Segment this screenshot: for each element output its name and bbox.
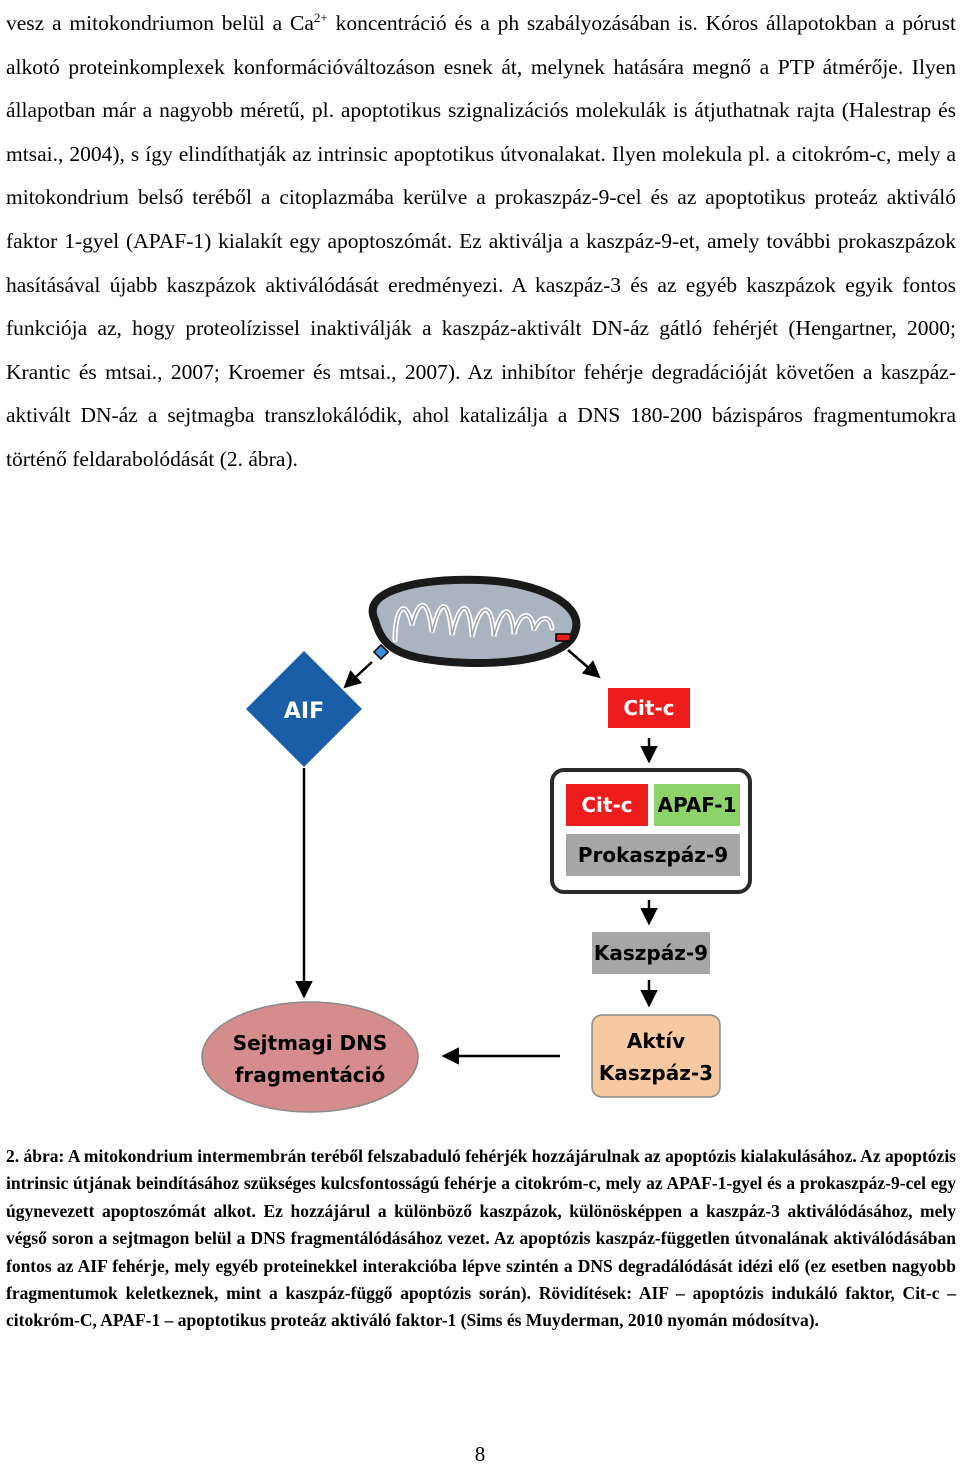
- dns-label-line2: fragmentáció: [235, 1063, 386, 1087]
- superscript-charge: 2+: [313, 9, 328, 25]
- aktiv-label-line1: Aktív: [627, 1029, 685, 1053]
- aif-node: AIF: [246, 651, 362, 767]
- citc-release-marker: [555, 633, 571, 642]
- citc-top-label: Cit-c: [623, 696, 674, 720]
- citc-complex-label: Cit-c: [581, 793, 632, 817]
- paragraph-part-2: koncentráció és a ph szabályozásában is.…: [6, 11, 956, 471]
- apoptosome-complex: Cit-c APAF-1 Prokaszpáz-9: [550, 768, 752, 894]
- kaszpaz9-label: Kaszpáz-9: [594, 941, 708, 965]
- citc-node: Cit-c: [608, 688, 690, 728]
- aif-release-marker: [372, 643, 390, 661]
- prokaszpaz9-label: Prokaszpáz-9: [578, 843, 728, 867]
- aif-label: AIF: [284, 699, 324, 724]
- citc-complex-box: [566, 784, 648, 826]
- caption-text: Az apoptózis intrinsic útjának beindítás…: [6, 1146, 956, 1331]
- prokaszpaz9-box: [566, 834, 740, 876]
- dns-label-line1: Sejtmagi DNS: [233, 1031, 388, 1055]
- page-number: 8: [474, 1442, 486, 1466]
- arrow-mito-to-aif: [343, 661, 373, 689]
- kaszpaz9-node: Kaszpáz-9: [592, 932, 710, 974]
- apaf1-box: [654, 784, 740, 826]
- arrow-mito-to-citc: [567, 649, 601, 679]
- apaf1-label: APAF-1: [657, 793, 736, 817]
- aktiv-kaszpaz3-node: Aktív Kaszpáz-3: [591, 1014, 721, 1098]
- paragraph-part-1: vesz a mitokondriumon belül a Ca: [6, 11, 314, 35]
- mitochondrion-icon: [368, 575, 581, 667]
- apoptosis-diagram: AIF Cit-c Cit-c APAF-1 Prokaszpáz-9 Kasz…: [201, 575, 752, 1113]
- figure-caption: 2. ábra: A mitokondrium intermembrán ter…: [6, 1143, 956, 1335]
- caption-lead: 2. ábra: A mitokondrium intermembrán ter…: [6, 1146, 857, 1166]
- aktiv-label-line2: Kaszpáz-3: [599, 1061, 713, 1085]
- body-paragraph: vesz a mitokondriumon belül a Ca2+ konce…: [6, 2, 956, 482]
- dns-fragmentation-node: Sejtmagi DNS fragmentáció: [201, 1001, 419, 1113]
